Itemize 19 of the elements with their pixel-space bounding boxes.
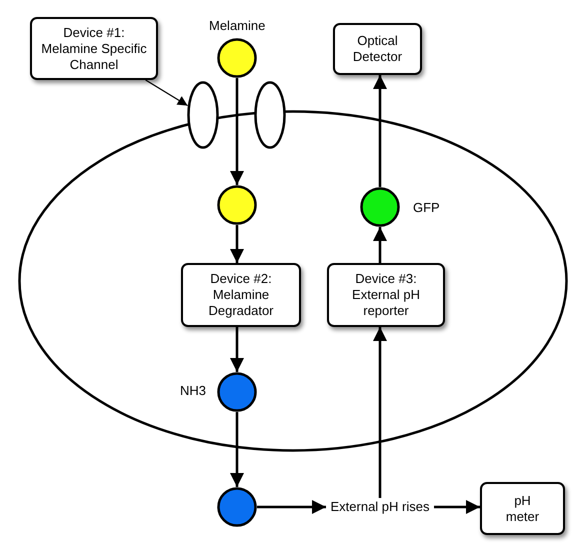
device-box: Device #2: Melamine Degradator bbox=[181, 263, 301, 327]
arrow bbox=[230, 78, 244, 185]
arrow bbox=[230, 327, 244, 372]
device-box: Device #1: Melamine Specific Channel bbox=[30, 17, 158, 80]
device-box: pH meter bbox=[480, 482, 565, 535]
arrow bbox=[373, 227, 387, 263]
molecule-label: GFP bbox=[413, 200, 440, 214]
process-label: External pH rises bbox=[326, 498, 434, 516]
arrow bbox=[230, 225, 244, 263]
device-box: Optical Detector bbox=[333, 23, 422, 75]
molecule-label: Melamine bbox=[209, 18, 266, 32]
device-box: Device #3: External pH reporter bbox=[327, 263, 445, 327]
arrow bbox=[373, 75, 387, 187]
molecule-label: NH3 bbox=[180, 382, 206, 398]
arrow bbox=[230, 412, 244, 487]
arrow bbox=[434, 500, 480, 514]
arrow bbox=[257, 500, 326, 514]
arrow bbox=[145, 79, 188, 106]
arrow bbox=[373, 327, 387, 498]
